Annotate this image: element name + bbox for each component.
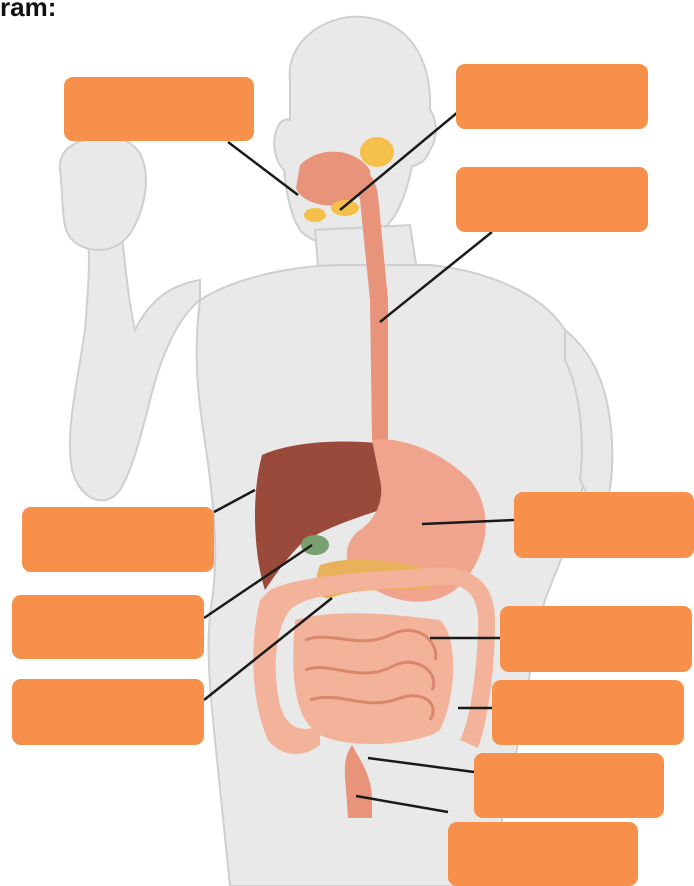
label-box-stomach[interactable]: [514, 492, 694, 558]
label-box-salivary-glands[interactable]: [456, 64, 648, 129]
label-box-pancreas[interactable]: [12, 679, 204, 745]
parotid-gland: [360, 137, 394, 167]
submandibular-gland: [331, 200, 359, 216]
gallbladder-organ: [301, 535, 329, 555]
label-box-gallbladder[interactable]: [12, 595, 204, 659]
label-box-liver[interactable]: [22, 507, 214, 572]
label-box-mouth[interactable]: [64, 77, 254, 141]
label-box-rectum[interactable]: [474, 753, 664, 818]
label-box-esophagus[interactable]: [456, 167, 648, 232]
label-box-large-intestine[interactable]: [492, 680, 684, 745]
label-box-anus[interactable]: [448, 822, 638, 886]
sublingual-gland: [304, 208, 326, 222]
small-intestine-organ: [293, 613, 453, 744]
label-box-small-intestine[interactable]: [500, 606, 692, 672]
